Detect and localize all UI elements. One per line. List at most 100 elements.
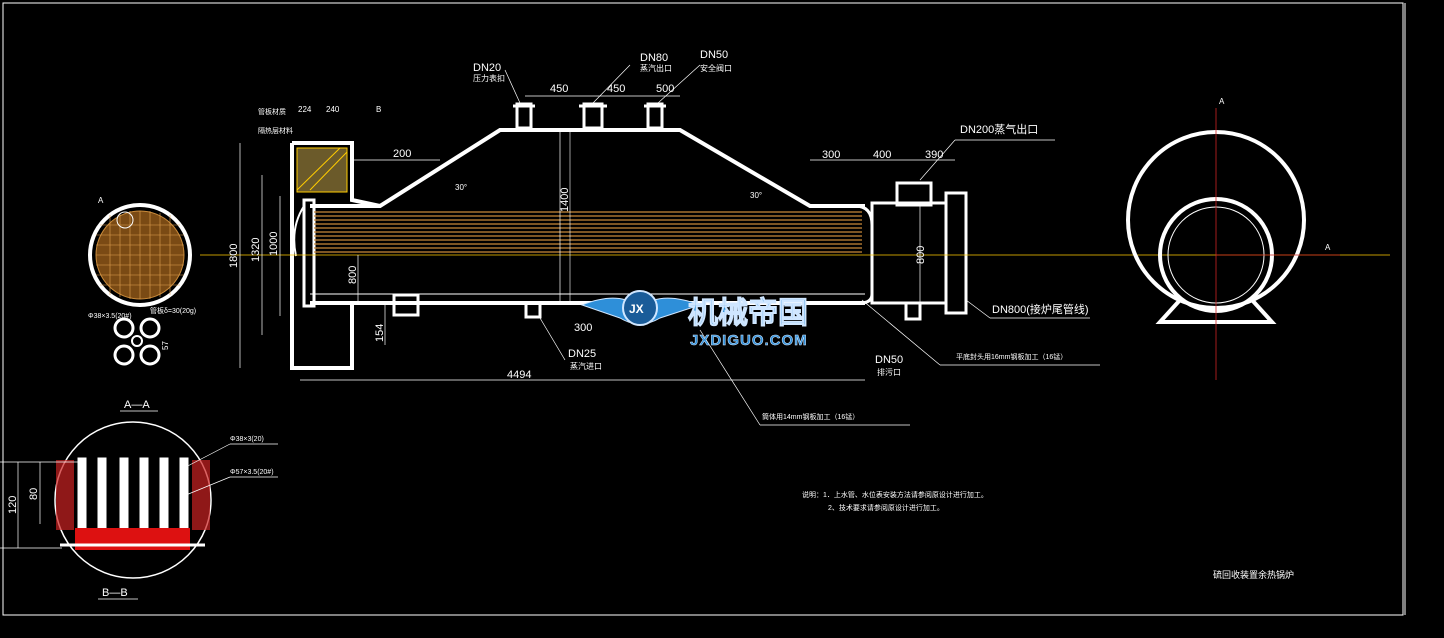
angle-30-left: 30° bbox=[455, 183, 467, 192]
nozzle-dn25 bbox=[524, 301, 542, 319]
dim-450a: 450 bbox=[550, 83, 568, 95]
dim-57: 57 bbox=[161, 341, 170, 350]
watermark-en: JXDIGUO.COM bbox=[690, 332, 808, 349]
leader-line bbox=[919, 139, 956, 181]
tubesheet-outer bbox=[88, 203, 192, 307]
inlet-box-lower bbox=[290, 143, 354, 370]
end-view: A A bbox=[1126, 97, 1340, 380]
tube-spec2: Φ38×3.5(20#) bbox=[88, 313, 132, 320]
label-dn25: DN25 bbox=[568, 348, 596, 360]
pipe-circle bbox=[139, 344, 161, 366]
dim-800-left: 800 bbox=[347, 266, 359, 284]
dim-400: 400 bbox=[873, 149, 891, 161]
leader-line bbox=[699, 329, 761, 426]
tube-bundle bbox=[314, 211, 862, 253]
watermark-logo: JX bbox=[629, 302, 644, 316]
nozzle-bottom-box bbox=[392, 293, 420, 317]
detail-a-label: A bbox=[98, 196, 104, 205]
watermark: JX 机械帝国 JXDIGUO.COM bbox=[580, 290, 809, 349]
dim-240: 240 bbox=[326, 105, 340, 114]
dim-1400: 1400 bbox=[559, 188, 571, 212]
leader-line bbox=[965, 299, 991, 319]
label-dn20: DN20 bbox=[473, 62, 501, 74]
inlet-refractory-hatch-1 bbox=[296, 147, 341, 191]
label-dn80-desc: 蒸汽出口 bbox=[640, 63, 672, 73]
inlet-refractory bbox=[296, 147, 348, 193]
dim-1000: 1000 bbox=[268, 232, 280, 256]
label-dn50-top-desc: 安全阀口 bbox=[700, 63, 732, 73]
angle-30-right: 30° bbox=[750, 191, 762, 200]
tube-section bbox=[179, 457, 189, 539]
dim-500: 500 bbox=[656, 83, 674, 95]
tubesheet-grid-lines bbox=[96, 211, 184, 299]
leader-line bbox=[657, 64, 701, 104]
tube-section bbox=[119, 457, 129, 539]
pipe-circle bbox=[113, 344, 135, 366]
pipe-circle bbox=[139, 317, 161, 339]
pipe-circle-center bbox=[131, 335, 143, 347]
dim-200: 200 bbox=[393, 148, 411, 160]
label-dn50-bottom: DN50 bbox=[875, 354, 903, 366]
watermark-gear bbox=[622, 290, 658, 326]
dim-1320: 1320 bbox=[250, 238, 262, 262]
detail-a-marker bbox=[116, 211, 134, 229]
end-view-a-top: A bbox=[1219, 97, 1225, 106]
label-dn50-top: DN50 bbox=[700, 49, 728, 61]
tube-section bbox=[77, 457, 87, 539]
section-bb-circle bbox=[54, 421, 212, 579]
callout-plate16: 平底封头用16mm钢板加工（16锰） bbox=[956, 352, 1067, 361]
main-labels: DN20 压力表扣 DN80 蒸汽出口 DN50 安全阀口 450 450 50… bbox=[228, 49, 1089, 421]
nozzle-dn50-top bbox=[646, 102, 664, 130]
nozzle-dn80 bbox=[582, 102, 604, 130]
nozzle-dn50-bottom bbox=[904, 301, 922, 321]
tube-section bbox=[159, 457, 169, 539]
nozzle-dn20 bbox=[515, 102, 533, 130]
section-aa-title: A—A bbox=[124, 399, 150, 411]
left-tube-sheet bbox=[302, 198, 316, 308]
notes: 说明：1．上水管、水位表安装方法请参阅原设计进行加工。 2、技术要求请参阅原设计… bbox=[802, 490, 1294, 580]
dim-154: 154 bbox=[374, 324, 386, 342]
callout-ref-label2: 隔热层材料 bbox=[258, 126, 293, 135]
note-line-2: 2、技术要求请参阅原设计进行加工。 bbox=[828, 503, 944, 512]
leader-line bbox=[592, 64, 631, 104]
tubesheet-view: A 管板δ=30(20g) Φ38×3.5(20#) 57 bbox=[88, 196, 196, 366]
label-dn50-bottom-desc: 排污口 bbox=[877, 367, 901, 377]
pipe-detail bbox=[113, 317, 161, 366]
label-dn800: DN800(接炉尾管线) bbox=[992, 302, 1089, 316]
section-bb: A—A 120 80 Φ38×3(20) Φ57×3.5(20#) B—B bbox=[0, 399, 278, 600]
label-dn20-desc: 压力表扣 bbox=[473, 73, 505, 83]
drawing-border bbox=[2, 2, 1404, 616]
main-elevation bbox=[200, 64, 1390, 426]
leader-line bbox=[539, 317, 566, 361]
nozzle-dn200 bbox=[895, 181, 933, 207]
watermark-cn: 机械帝国 bbox=[688, 296, 808, 330]
pipe-circle bbox=[113, 317, 135, 339]
section-b-marker: B bbox=[376, 105, 381, 114]
section-bb-tubes bbox=[77, 457, 189, 539]
tube-spec: 管板δ=30(20g) bbox=[150, 306, 196, 315]
leader-line bbox=[504, 69, 521, 104]
pipe-spec: Φ38×3(20) bbox=[230, 436, 264, 443]
outlet-box bbox=[870, 201, 948, 305]
section-bb-title: B—B bbox=[102, 587, 128, 599]
dim-4494: 4494 bbox=[507, 369, 531, 381]
end-view-a-right: A bbox=[1325, 243, 1331, 252]
dim-800-right: 800 bbox=[915, 246, 927, 264]
leader-pipe-spec bbox=[179, 443, 231, 471]
section-bb-plate-right bbox=[192, 460, 210, 530]
vessel-upper-outline bbox=[310, 128, 865, 208]
dim-390: 390 bbox=[925, 149, 943, 161]
callout-ref-label: 管板材质 bbox=[258, 107, 286, 116]
dim-1800: 1800 bbox=[228, 244, 240, 268]
section-bb-base-red bbox=[75, 528, 190, 550]
dim-120: 120 bbox=[7, 496, 19, 514]
inlet-box bbox=[292, 141, 381, 208]
section-bb-plate-left bbox=[56, 460, 74, 530]
dim-300: 300 bbox=[822, 149, 840, 161]
label-dn25-desc: 蒸汽进口 bbox=[570, 361, 602, 371]
left-head-bulge bbox=[293, 205, 305, 257]
dim-224: 224 bbox=[298, 105, 312, 114]
label-dn80: DN80 bbox=[640, 52, 668, 64]
leader-line bbox=[861, 299, 941, 366]
